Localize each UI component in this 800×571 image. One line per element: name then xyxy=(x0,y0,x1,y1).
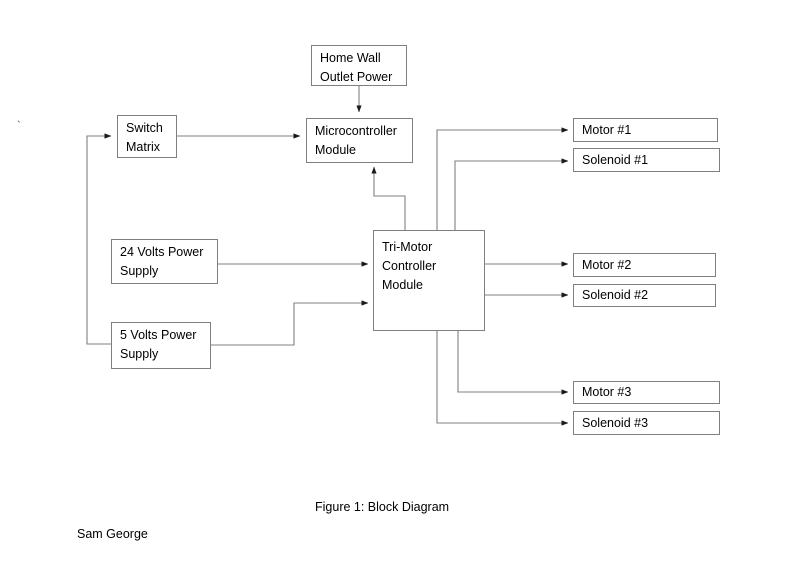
block-motor-1[interactable]: Motor #1 xyxy=(573,118,718,142)
figure-caption: Figure 1: Block Diagram xyxy=(315,500,450,514)
wire-tri-motor-to-solenoid-3 xyxy=(436,331,569,426)
block-24-volts-power-supply[interactable]: 24 Volts Power Supply xyxy=(111,239,218,284)
block-solenoid-2[interactable]: Solenoid #2 xyxy=(573,284,716,307)
block-microcontroller-module[interactable]: Microcontroller Module xyxy=(306,118,413,163)
block-motor-2[interactable]: Motor #2 xyxy=(573,253,716,277)
author-name: Sam George xyxy=(77,527,148,541)
wire-5v-to-tri-motor xyxy=(211,300,369,346)
wire-5v-to-switch-matrix xyxy=(86,133,112,345)
wire-tri-motor-to-motor-3 xyxy=(457,331,569,395)
block-tri-motor-controller-module[interactable]: Tri-Motor Controller Module xyxy=(373,230,485,331)
block-5-volts-power-supply[interactable]: 5 Volts Power Supply xyxy=(111,322,211,369)
block-switch-matrix[interactable]: Switch Matrix xyxy=(117,115,177,158)
block-motor-3[interactable]: Motor #3 xyxy=(573,381,720,404)
stray-mark: ` xyxy=(17,120,21,132)
wire-tri-motor-to-microcontroller xyxy=(371,166,406,230)
block-home-wall-outlet-power[interactable]: Home Wall Outlet Power xyxy=(311,45,407,86)
block-solenoid-1[interactable]: Solenoid #1 xyxy=(573,148,720,172)
block-solenoid-3[interactable]: Solenoid #3 xyxy=(573,411,720,435)
